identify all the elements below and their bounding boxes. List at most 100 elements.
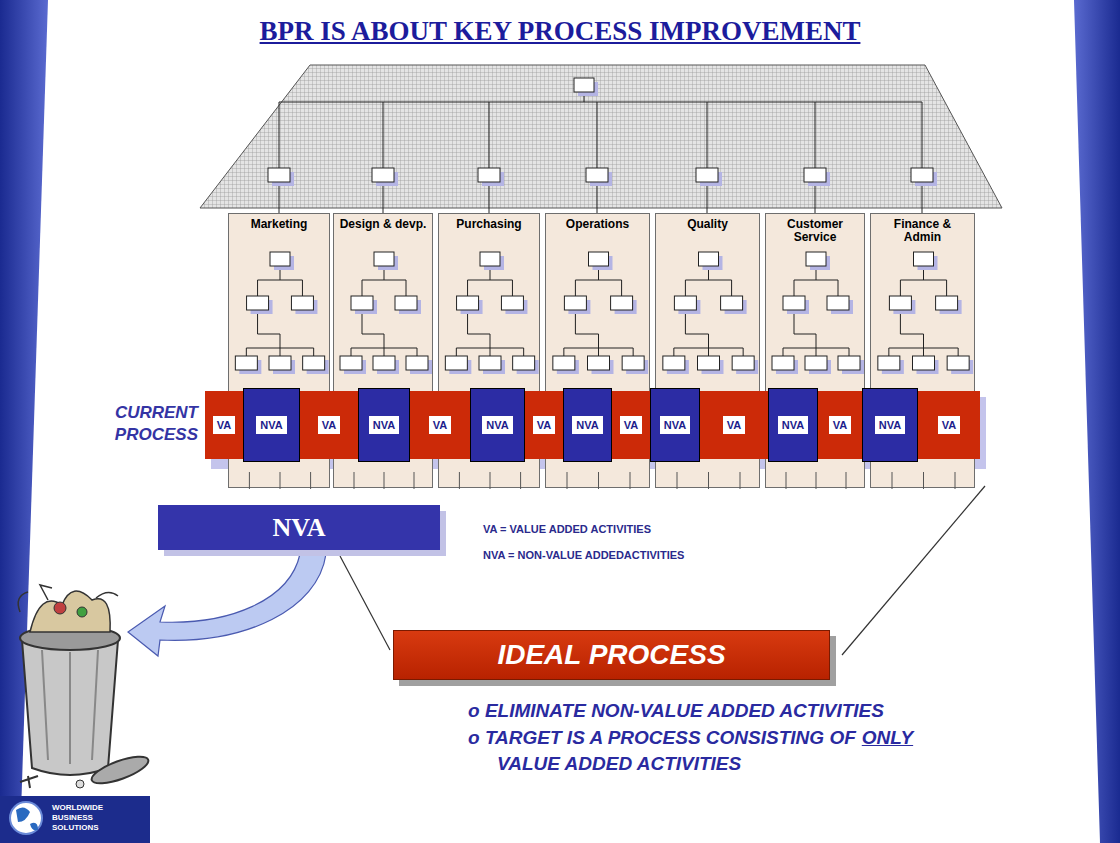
- org-box: [838, 356, 860, 370]
- org-line: [258, 280, 303, 281]
- side-band: [1074, 0, 1120, 843]
- org-line: [783, 348, 784, 356]
- org-line: [468, 280, 513, 281]
- org-box: [913, 356, 935, 370]
- org-line: [707, 182, 708, 213]
- org-line: [280, 472, 281, 489]
- org-line: [621, 280, 622, 296]
- org-line: [468, 334, 490, 335]
- org-line: [923, 348, 924, 356]
- org-box: [622, 356, 644, 370]
- org-box: [827, 296, 849, 310]
- bullet-text: o TARGET IS A PROCESS CONSISTING OF: [468, 727, 856, 749]
- org-line: [816, 472, 817, 489]
- org-line: [257, 280, 258, 296]
- org-line: [406, 280, 407, 296]
- box-label: NVA: [256, 416, 286, 434]
- org-box: [501, 296, 523, 310]
- org-box: [247, 296, 269, 310]
- org-line: [563, 348, 564, 356]
- org-line: [708, 472, 709, 489]
- org-line: [794, 280, 795, 296]
- logo: [0, 796, 150, 843]
- org-box: [699, 252, 719, 266]
- org-box: [804, 168, 826, 182]
- org-line: [900, 280, 946, 281]
- org-line: [280, 334, 281, 348]
- column-heading: Design & devp.: [334, 214, 432, 231]
- org-line: [597, 182, 598, 213]
- org-line: [815, 102, 816, 168]
- org-line: [815, 182, 816, 213]
- org-line: [575, 334, 598, 335]
- org-box: [878, 356, 900, 370]
- column-heading: Finance & Admin: [871, 214, 974, 244]
- title: BPR IS ABOUT KEY PROCESS IMPROVEMENT: [0, 16, 1120, 47]
- trash-can: [18, 585, 151, 789]
- box-label: VA: [318, 416, 340, 434]
- org-box: [721, 296, 743, 310]
- box-label: NVA: [778, 416, 808, 434]
- bullet-text: o ELIMINATE NON-VALUE ADDED ACTIVITIES: [468, 700, 884, 722]
- org-line: [362, 280, 406, 281]
- non-value-activity: NVA: [862, 388, 918, 462]
- org-box: [270, 252, 290, 266]
- box-label: NVA: [875, 416, 905, 434]
- value-activity: VA: [525, 391, 563, 459]
- org-box: [772, 356, 794, 370]
- org-box: [574, 78, 594, 92]
- column-heading: Quality: [656, 214, 759, 231]
- org-line: [633, 348, 634, 356]
- org-box: [911, 168, 933, 182]
- org-line: [575, 280, 621, 281]
- box-label: VA: [429, 416, 451, 434]
- org-box: [611, 296, 633, 310]
- value-activity: VA: [300, 391, 358, 459]
- org-line: [708, 334, 709, 348]
- org-line: [685, 280, 731, 281]
- box-label: VA: [620, 416, 642, 434]
- org-box: [395, 296, 417, 310]
- value-activity: VA: [205, 391, 243, 459]
- logo-text: WORLDWIDE BUSINESS SOLUTIONS: [52, 803, 114, 833]
- org-line: [279, 102, 280, 168]
- org-line: [922, 182, 923, 213]
- org-box: [269, 356, 291, 370]
- org-line: [490, 472, 491, 489]
- org-line: [489, 102, 490, 168]
- title-text: BPR IS ABOUT KEY PROCESS IMPROVEMENT: [260, 16, 861, 46]
- org-box: [480, 252, 500, 266]
- org-line: [888, 348, 889, 356]
- org-box: [235, 356, 257, 370]
- box-label: VA: [213, 416, 235, 434]
- org-line: [946, 280, 947, 296]
- org-line: [575, 280, 576, 296]
- column-heading: Purchasing: [439, 214, 539, 231]
- org-box: [351, 296, 373, 310]
- org-box: [663, 356, 685, 370]
- org-box: [696, 168, 718, 182]
- box-label: VA: [829, 416, 851, 434]
- org-line: [490, 334, 491, 348]
- org-line: [685, 334, 708, 335]
- org-line: [900, 334, 923, 335]
- projection-line: [340, 556, 390, 650]
- org-box: [936, 296, 958, 310]
- box-label: NVA: [660, 416, 690, 434]
- org-line: [786, 472, 787, 489]
- emphasis-text: ONLY: [862, 727, 913, 749]
- org-line: [383, 102, 384, 168]
- roof: [200, 65, 1002, 208]
- value-activity: VA: [612, 391, 650, 459]
- band-label: CURRENT PROCESS: [96, 402, 198, 446]
- org-line: [258, 334, 280, 335]
- org-line: [417, 348, 418, 356]
- org-line: [958, 348, 959, 356]
- org-line: [630, 472, 631, 489]
- org-box: [914, 252, 934, 266]
- org-line: [520, 472, 521, 489]
- org-box: [806, 252, 826, 266]
- org-line: [456, 348, 457, 356]
- org-line: [384, 472, 385, 489]
- org-line: [279, 182, 280, 213]
